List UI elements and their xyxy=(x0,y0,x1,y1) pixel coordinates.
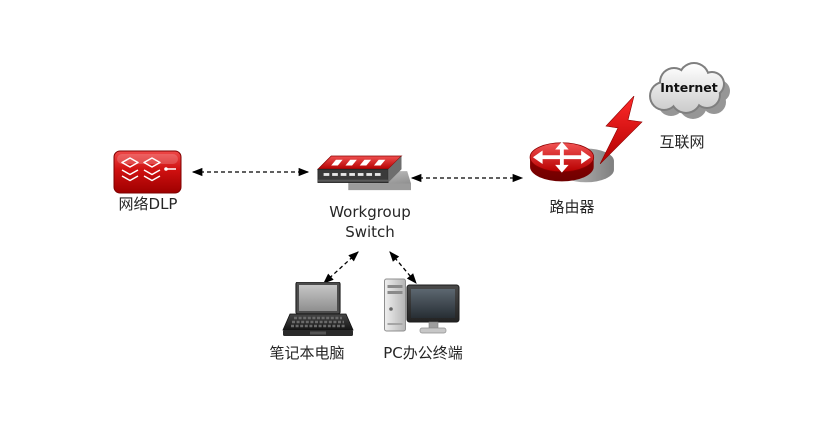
cloud-internet-label: Internet xyxy=(660,80,718,95)
desktop-pc-icon xyxy=(384,278,460,334)
workgroup-switch-icon xyxy=(316,155,411,191)
internet-label: 互联网 xyxy=(659,133,705,151)
dlp-appliance-icon xyxy=(113,150,182,194)
dlp-label: 网络DLP xyxy=(118,195,178,213)
internet-cloud-icon: Internet xyxy=(649,62,730,119)
connector-switch-laptop xyxy=(323,251,359,284)
router-label: 路由器 xyxy=(549,198,595,216)
router-icon xyxy=(529,141,614,183)
pc-label: PC办公终端 xyxy=(383,344,463,362)
laptop-label: 笔记本电脑 xyxy=(269,344,345,362)
lightning-bolt-icon xyxy=(600,96,643,164)
laptop-icon xyxy=(282,282,354,336)
switch-label: Workgroup Switch xyxy=(329,203,411,241)
